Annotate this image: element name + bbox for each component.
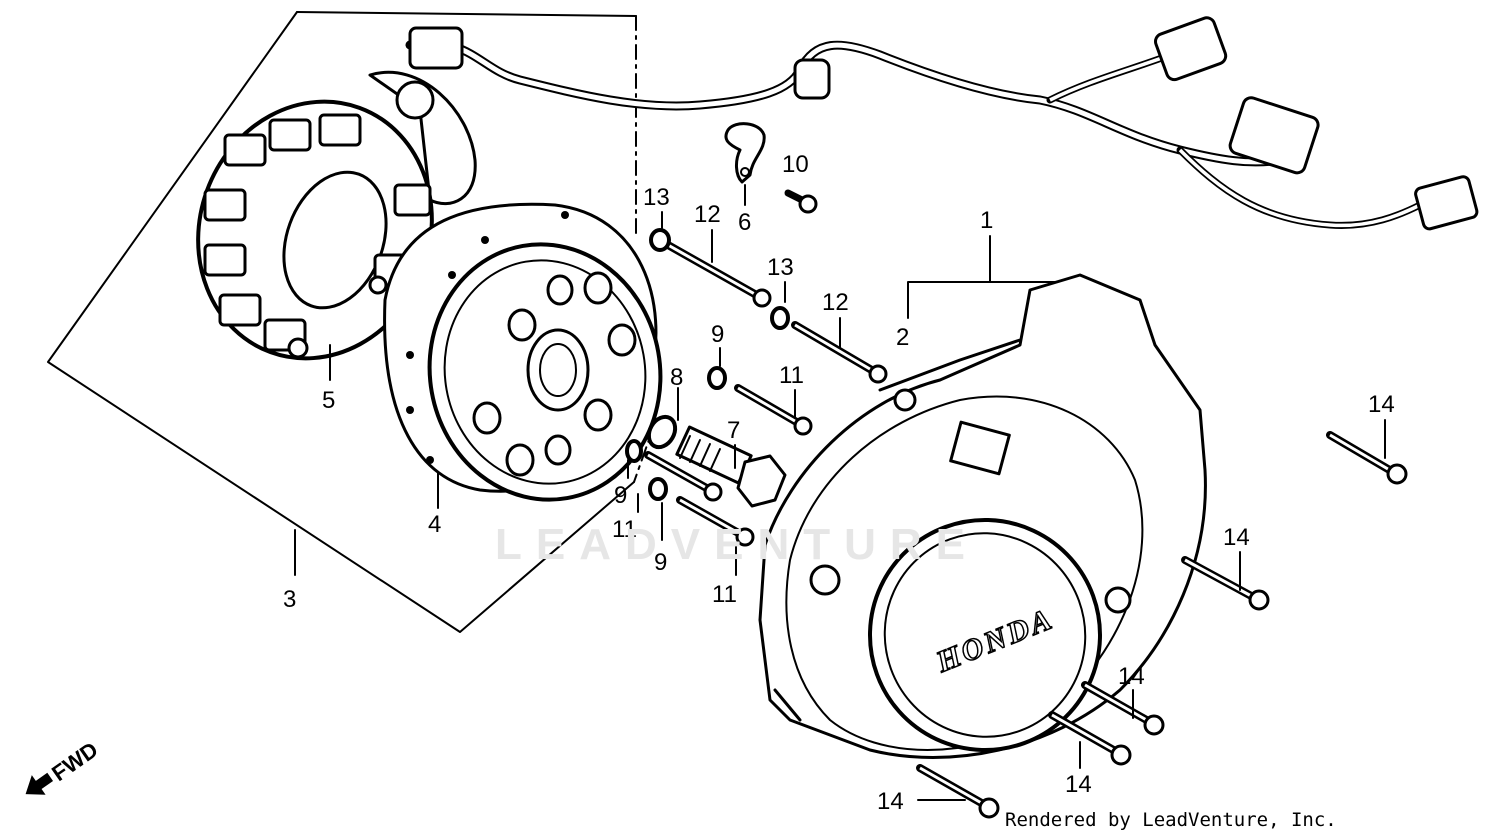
callout-14-low-b[interactable]: 14: [1065, 771, 1092, 798]
bolt-11-low: [676, 496, 755, 576]
washer-9-mid: [625, 439, 643, 479]
wire-harness: [405, 16, 1479, 231]
credit-line: Rendered by LeadVenture, Inc.: [1005, 809, 1337, 831]
callout-11-top[interactable]: 11: [779, 362, 804, 389]
bolt-14-right: [1326, 419, 1408, 485]
callout-3[interactable]: 3: [283, 586, 296, 613]
bolt-11-top: [734, 384, 813, 436]
bolt-14-bottom: [916, 764, 1000, 819]
fwd-label: FWD: [47, 737, 102, 786]
callout-9-low[interactable]: 9: [654, 549, 667, 576]
bolt-14-low-a: [1081, 681, 1165, 736]
callout-4[interactable]: 4: [428, 511, 441, 538]
callout-11-mid[interactable]: 11: [612, 516, 637, 543]
bolt-14-mid: [1181, 551, 1270, 611]
callout-1[interactable]: 1: [980, 207, 993, 234]
callout-12-upper[interactable]: 12: [694, 201, 721, 228]
washer-9-top: [707, 347, 727, 390]
callout-14-right[interactable]: 14: [1368, 391, 1395, 418]
bolt-7: [675, 425, 787, 508]
callout-13-lower[interactable]: 13: [767, 254, 794, 281]
callout-14-low-a[interactable]: 14: [1118, 663, 1145, 690]
part-callouts: 1 2 3 4 5 6 7 8 9 9 9 10 11 11 11 12 12 …: [283, 151, 1395, 815]
callout-7[interactable]: 7: [727, 417, 740, 444]
fwd-direction-arrow: FWD: [25, 737, 103, 795]
crankcase-cover: HONDA: [758, 235, 1207, 759]
callout-6[interactable]: 6: [738, 209, 751, 236]
fwd-arrow-icon: [25, 772, 54, 795]
bolt-10: [784, 189, 818, 214]
callout-13-upper[interactable]: 13: [643, 184, 670, 211]
callout-9-top[interactable]: 9: [711, 321, 724, 348]
callout-14-bottom[interactable]: 14: [877, 788, 904, 815]
washer-13-lower: [770, 281, 790, 330]
flywheel-rotor: [383, 202, 663, 509]
callout-5[interactable]: 5: [322, 387, 335, 414]
wire-clamp: [724, 122, 766, 206]
washer-13-upper: [649, 211, 671, 252]
washer-8: [646, 387, 679, 450]
callout-12-lower[interactable]: 12: [822, 289, 849, 316]
bolt-14-low-b: [1048, 711, 1132, 769]
stator-coil: [196, 70, 477, 381]
callout-9-mid[interactable]: 9: [614, 482, 627, 509]
callout-11-low[interactable]: 11: [712, 581, 737, 608]
bolt-12-lower: [791, 317, 888, 384]
callout-14-mid[interactable]: 14: [1223, 524, 1250, 551]
bolt-12-upper: [664, 229, 772, 308]
callout-2[interactable]: 2: [896, 324, 909, 351]
washer-9-low: [648, 477, 668, 541]
bolt-11-mid: [637, 451, 723, 513]
callout-8[interactable]: 8: [670, 364, 683, 391]
callout-10[interactable]: 10: [782, 151, 809, 178]
